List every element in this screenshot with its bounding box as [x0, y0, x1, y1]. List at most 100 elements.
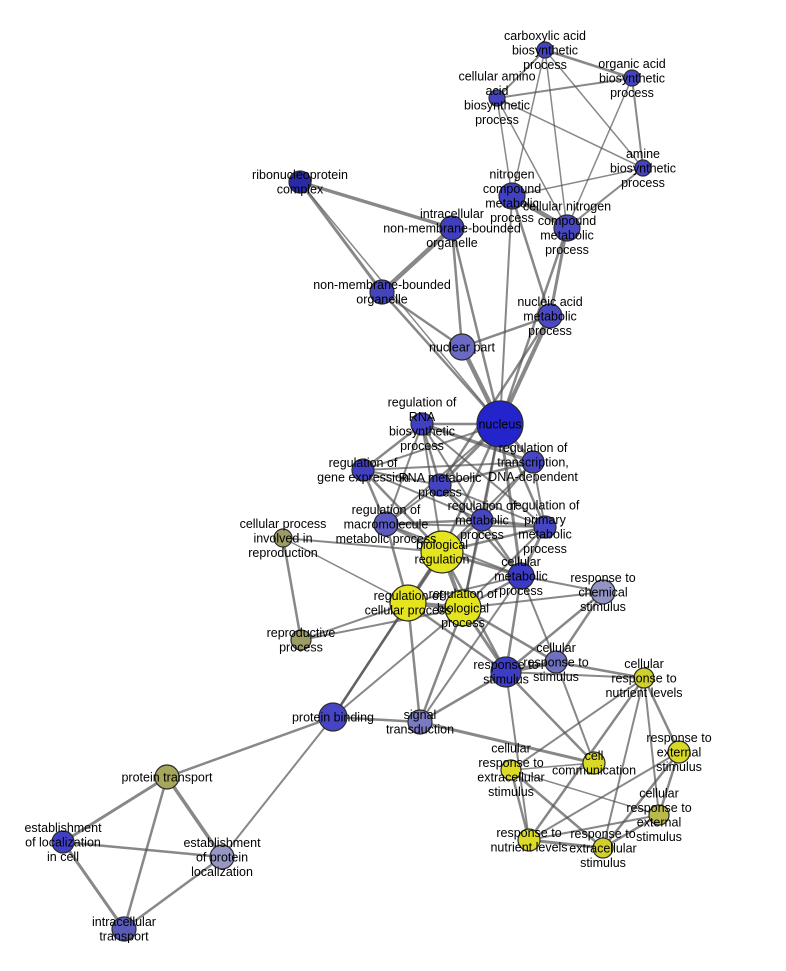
node-cell-communication[interactable] [582, 751, 606, 775]
graph-edge-reg-rna-biosynthetic--reg-gene-expression [361, 422, 424, 472]
node-reg-biological-process[interactable] [444, 589, 482, 627]
graph-edge-cellular-resp-extracellular--resp-extracellular [509, 768, 605, 850]
graph-edge-rna-metabolic--reg-primary-metabolic [439, 484, 546, 528]
node-reg-primary-metabolic[interactable] [533, 515, 557, 539]
graph-edge-reg-macromolecule--reg-primary-metabolic [385, 523, 546, 528]
graph-edge-intracellular-organelle--nucleus [450, 226, 502, 426]
node-reg-cellular-process[interactable] [389, 584, 427, 622]
node-amine[interactable] [634, 159, 652, 177]
node-intracellular-organelle[interactable] [439, 215, 465, 241]
node-nucleic-acid[interactable] [537, 303, 563, 329]
node-cellular-metabolic[interactable] [507, 562, 535, 590]
graph-edge-cell-communication--signal-transduction [418, 720, 596, 765]
node-resp-external[interactable] [667, 740, 691, 764]
graph-edge-resp-chemical--cellular-resp-stimulus [554, 590, 605, 664]
graph-edge-intracellular-organelle--nuclear-part [450, 226, 464, 349]
node-reg-gene-expression[interactable] [351, 458, 375, 482]
graph-edge-reg-rna-biosynthetic--reg-transcription [420, 422, 535, 464]
graph-edge-amino-acid--cellular-nitrogen [496, 97, 568, 229]
graph-edge-reg-transcription--rna-metabolic [438, 460, 535, 487]
node-amino-acid[interactable] [488, 89, 506, 107]
node-reg-transcription[interactable] [521, 450, 545, 474]
node-protein-binding[interactable] [318, 702, 348, 732]
node-nucleus[interactable] [476, 400, 524, 448]
node-cellular-resp-stimulus[interactable] [544, 650, 568, 674]
node-layer [51, 41, 691, 942]
node-reg-rna-biosynthetic[interactable] [410, 412, 434, 436]
graph-edge-cellular-resp-nutrient--resp-extracellular [602, 677, 645, 849]
node-nitrogen-compound[interactable] [498, 182, 526, 210]
graph-edge-cellular-nitrogen--nucleic-acid [548, 226, 569, 318]
graph-edge-protein-transport--est-localization-cell [61, 775, 169, 844]
graph-edge-cp-reproduction--reproductive-process [281, 536, 303, 642]
node-protein-transport[interactable] [154, 764, 180, 790]
graph-edge-resp-chemical--reg-biological-process [462, 591, 604, 609]
node-resp-nutrient-levels[interactable] [517, 828, 541, 852]
graph-edge-reproductive-process--reg-cellular-process [300, 602, 409, 641]
node-biological-regulation[interactable] [420, 530, 464, 574]
graph-edge-cellular-nitrogen--nucleus [498, 226, 569, 426]
node-cp-reproduction[interactable] [273, 528, 293, 548]
graph-edge-cellular-resp-external--resp-nutrient-levels [528, 814, 660, 841]
graph-edge-signal-transduction--reg-biological-process [418, 606, 465, 724]
graph-edge-resp-stimulus--reg-cellular-process [406, 601, 508, 674]
graph-edge-protein-binding--est-protein-localization [221, 716, 334, 858]
node-resp-chemical[interactable] [590, 579, 616, 605]
graph-edge-amine--cellular-nitrogen [566, 167, 644, 229]
node-rna-metabolic[interactable] [428, 473, 452, 497]
node-cellular-resp-external[interactable] [648, 804, 670, 826]
graph-edge-cellular-resp-stimulus--cellular-resp-nutrient [554, 660, 646, 680]
graph-edge-nucleic-acid--nuclear-part [460, 314, 552, 349]
graph-edge-est-protein-localization--intracellular-transport [122, 855, 224, 931]
graph-edge-resp-external--resp-nutrient-levels [528, 751, 680, 841]
graph-edge-amine--nitrogen-compound [511, 167, 644, 197]
graph-edge-cellular-resp-nutrient--cellular-resp-extracellular [510, 677, 645, 771]
node-signal-transduction[interactable] [407, 709, 433, 735]
node-reproductive-process[interactable] [290, 629, 312, 651]
graph-edge-resp-nutrient-levels--resp-extracellular [527, 838, 605, 850]
graph-edge-carboxylic-acid--amine [544, 49, 644, 169]
node-cellular-resp-nutrient[interactable] [633, 667, 655, 689]
node-reg-macromolecule[interactable] [373, 511, 399, 537]
graph-edge-reg-primary-metabolic--reg-biological-process [462, 526, 546, 609]
node-intracellular-transport[interactable] [111, 916, 137, 942]
graph-edge-cellular-resp-extracellular--cellular-resp-external [510, 769, 660, 816]
graph-edge-carboxylic-acid--cellular-nitrogen [544, 49, 568, 229]
node-carboxylic-acid[interactable] [536, 41, 554, 59]
graph-edge-cellular-resp-stimulus--cellular-metabolic [520, 575, 557, 663]
graph-edge-reproductive-process--reg-biological-process [300, 607, 464, 641]
node-reg-metabolic[interactable] [470, 508, 494, 532]
graph-edge-cellular-resp-nutrient--resp-external [642, 676, 681, 754]
node-organic-acid[interactable] [623, 69, 641, 87]
graph-edge-cellular-resp-extracellular--resp-nutrient-levels [509, 768, 531, 842]
graph-edge-organic-acid--cellular-nitrogen [566, 77, 633, 229]
node-nmb-organelle[interactable] [369, 279, 395, 305]
node-est-localization-cell[interactable] [51, 830, 75, 854]
graph-edge-cellular-resp-stimulus--cell-communication [555, 661, 595, 764]
node-cellular-nitrogen[interactable] [553, 214, 581, 242]
node-nuclear-part[interactable] [448, 333, 476, 361]
graph-edge-cp-reproduction--biological-regulation [282, 537, 443, 553]
graph-edge-cell-communication--cellular-resp-extracellular [510, 762, 595, 771]
graph-edge-resp-stimulus--resp-nutrient-levels [505, 671, 530, 841]
node-resp-extracellular[interactable] [592, 837, 614, 859]
node-resp-stimulus[interactable] [490, 656, 522, 688]
graph-edge-organic-acid--amine [631, 77, 644, 169]
graph-edge-cellular-resp-external--resp-extracellular [601, 813, 661, 850]
graph-edge-protein-transport--est-protein-localization [165, 775, 224, 859]
graph-edge-reg-rna-biosynthetic--reg-metabolic [421, 423, 483, 521]
graph-edge-protein-binding--reg-biological-process [332, 607, 464, 718]
node-cellular-resp-extracellular[interactable] [500, 759, 522, 781]
node-est-protein-localization[interactable] [209, 844, 235, 870]
graph-edge-carboxylic-acid--organic-acid [543, 48, 634, 80]
graph-edge-signal-transduction--reg-cellular-process [406, 601, 422, 724]
graph-edge-amino-acid--amine [496, 97, 644, 169]
node-rnp-complex[interactable] [288, 170, 312, 194]
graph-edge-amino-acid--organic-acid [496, 77, 633, 99]
graph-edge-nucleus--cellular-metabolic [498, 422, 523, 578]
graph-edge-resp-external--resp-extracellular [601, 750, 681, 850]
graph-edge-resp-stimulus--cellular-metabolic [504, 574, 523, 674]
